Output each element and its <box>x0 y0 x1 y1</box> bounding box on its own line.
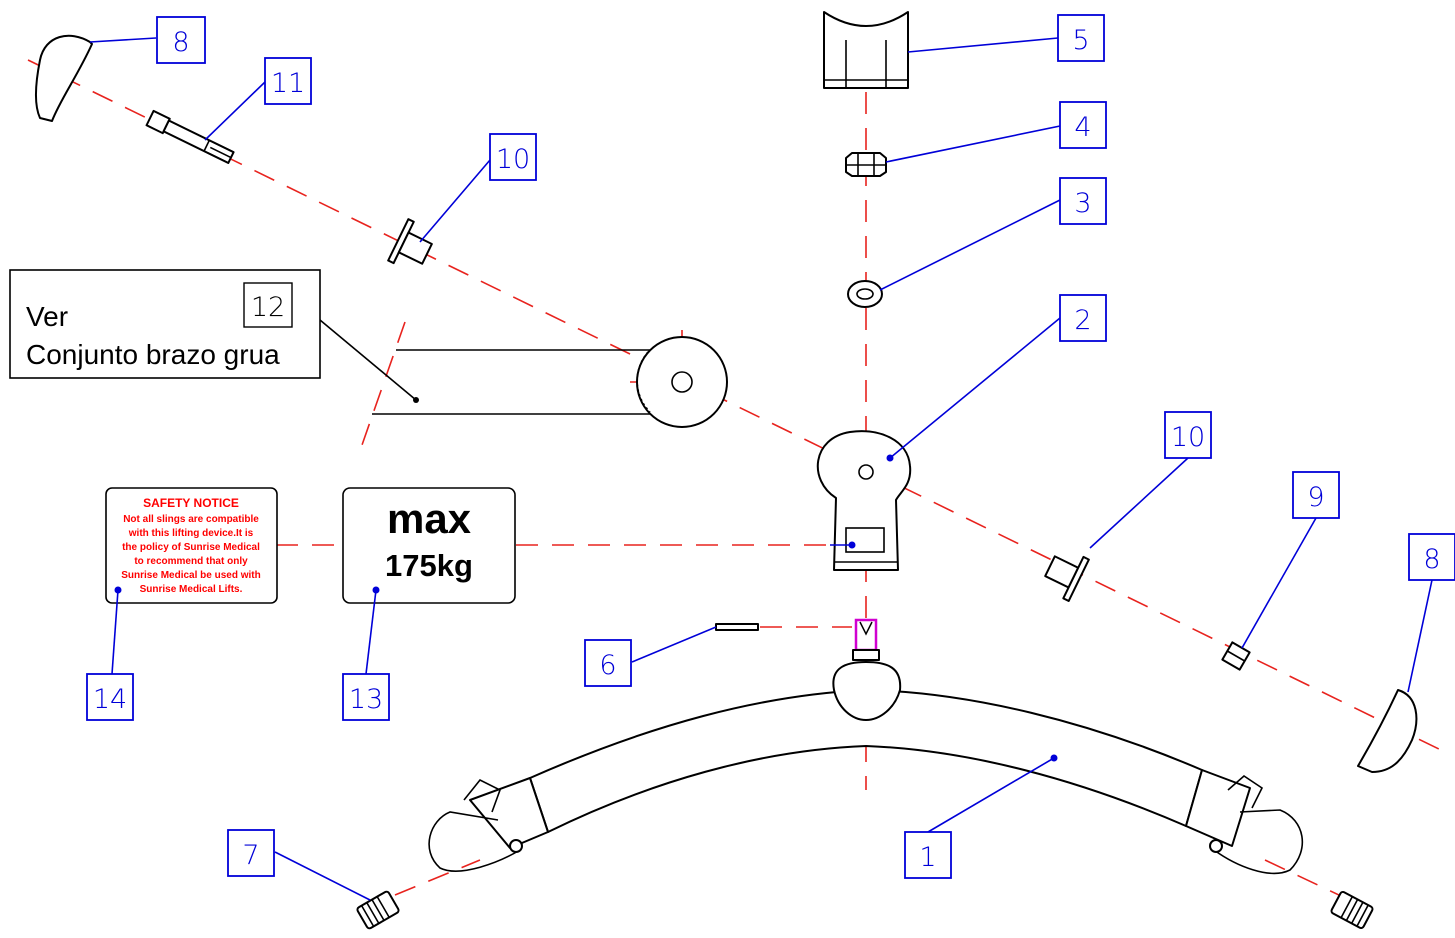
safety-notice-line: with this lifting device.It is <box>128 528 254 539</box>
callout-13: 13 <box>342 673 390 721</box>
part-7-hook-cap-left <box>356 890 400 930</box>
callout-10-upper: 10 <box>489 133 537 181</box>
part-10-bushing-lower <box>1044 555 1090 602</box>
callout-2: 2 <box>1059 294 1107 342</box>
part-1-spreader-bar <box>428 661 1304 875</box>
safety-notice-line: Sunrise Medical Lifts. <box>140 584 243 595</box>
reference-note-line2: Conjunto brazo grua <box>26 339 280 370</box>
part-8-end-cap-left <box>34 34 93 122</box>
reference-note-line1: Ver <box>26 301 68 332</box>
part-8-end-cap-right <box>1357 689 1418 773</box>
callout-8-upper-left: 8 <box>156 16 206 64</box>
callout-14: 14 <box>86 673 134 721</box>
safety-notice-line: Sunrise Medical be used with <box>121 570 260 581</box>
diagonal-axis <box>27 59 1446 753</box>
part-6-pin <box>715 623 759 631</box>
callout-number: 5 <box>1072 25 1089 56</box>
part-11-bolt <box>145 109 235 164</box>
part-5-top-bracket <box>823 11 909 89</box>
reference-note-box: Ver Conjunto brazo grua 12 <box>9 269 419 403</box>
callout-number: 2 <box>1074 305 1091 336</box>
callout-number: 6 <box>599 650 616 681</box>
part-10-bushing-upper <box>387 218 433 265</box>
callout-10-lower: 10 <box>1164 411 1212 459</box>
arm-gear-assembly <box>372 336 728 428</box>
callout-7: 7 <box>227 829 275 877</box>
max-label-line1: max <box>387 495 472 542</box>
left-hook-axis <box>394 859 481 896</box>
callout-6: 6 <box>584 639 632 687</box>
callout-number: 10 <box>1171 422 1205 453</box>
callout-leaders <box>89 37 1433 901</box>
safety-notice-title: SAFETY NOTICE <box>143 496 239 510</box>
part-2-swivel-bracket <box>816 430 912 571</box>
callout-number: 8 <box>172 27 189 58</box>
callout-number: 8 <box>1423 544 1440 575</box>
callout-9: 9 <box>1292 471 1340 519</box>
callout-number: 1 <box>919 842 936 873</box>
reference-note-number: 12 <box>251 292 285 323</box>
part-7-hook-cap-right <box>1330 891 1374 929</box>
center-axes <box>27 59 1446 906</box>
swivel-stud <box>852 618 880 661</box>
callout-number: 4 <box>1074 112 1091 143</box>
max-load-label: max 175kg <box>342 487 516 604</box>
callout-number: 7 <box>242 840 259 871</box>
safety-notice-label: SAFETY NOTICE Not all slings are compati… <box>105 487 278 604</box>
callout-3: 3 <box>1059 177 1107 225</box>
part-9-nut <box>1221 641 1251 671</box>
callout-number: 3 <box>1074 188 1091 219</box>
part-4-hex-nut <box>845 152 887 177</box>
callout-number: 9 <box>1307 482 1324 513</box>
callout-8-right: 8 <box>1408 533 1455 581</box>
arm-axis <box>361 321 406 446</box>
callout-4: 4 <box>1059 101 1107 149</box>
callout-number: 14 <box>93 684 127 715</box>
callout-5: 5 <box>1057 14 1105 62</box>
safety-notice-line: the policy of Sunrise Medical <box>122 542 260 553</box>
callout-number: 13 <box>349 684 383 715</box>
callout-number: 10 <box>496 144 530 175</box>
callout-1: 1 <box>904 831 952 879</box>
safety-notice-line: to recommend that only <box>134 556 248 567</box>
max-label-line2: 175kg <box>385 548 473 583</box>
part-3-washer <box>847 280 883 308</box>
callout-11: 11 <box>264 57 312 105</box>
callout-number: 11 <box>271 68 305 99</box>
safety-notice-line: Not all slings are compatible <box>123 514 259 525</box>
